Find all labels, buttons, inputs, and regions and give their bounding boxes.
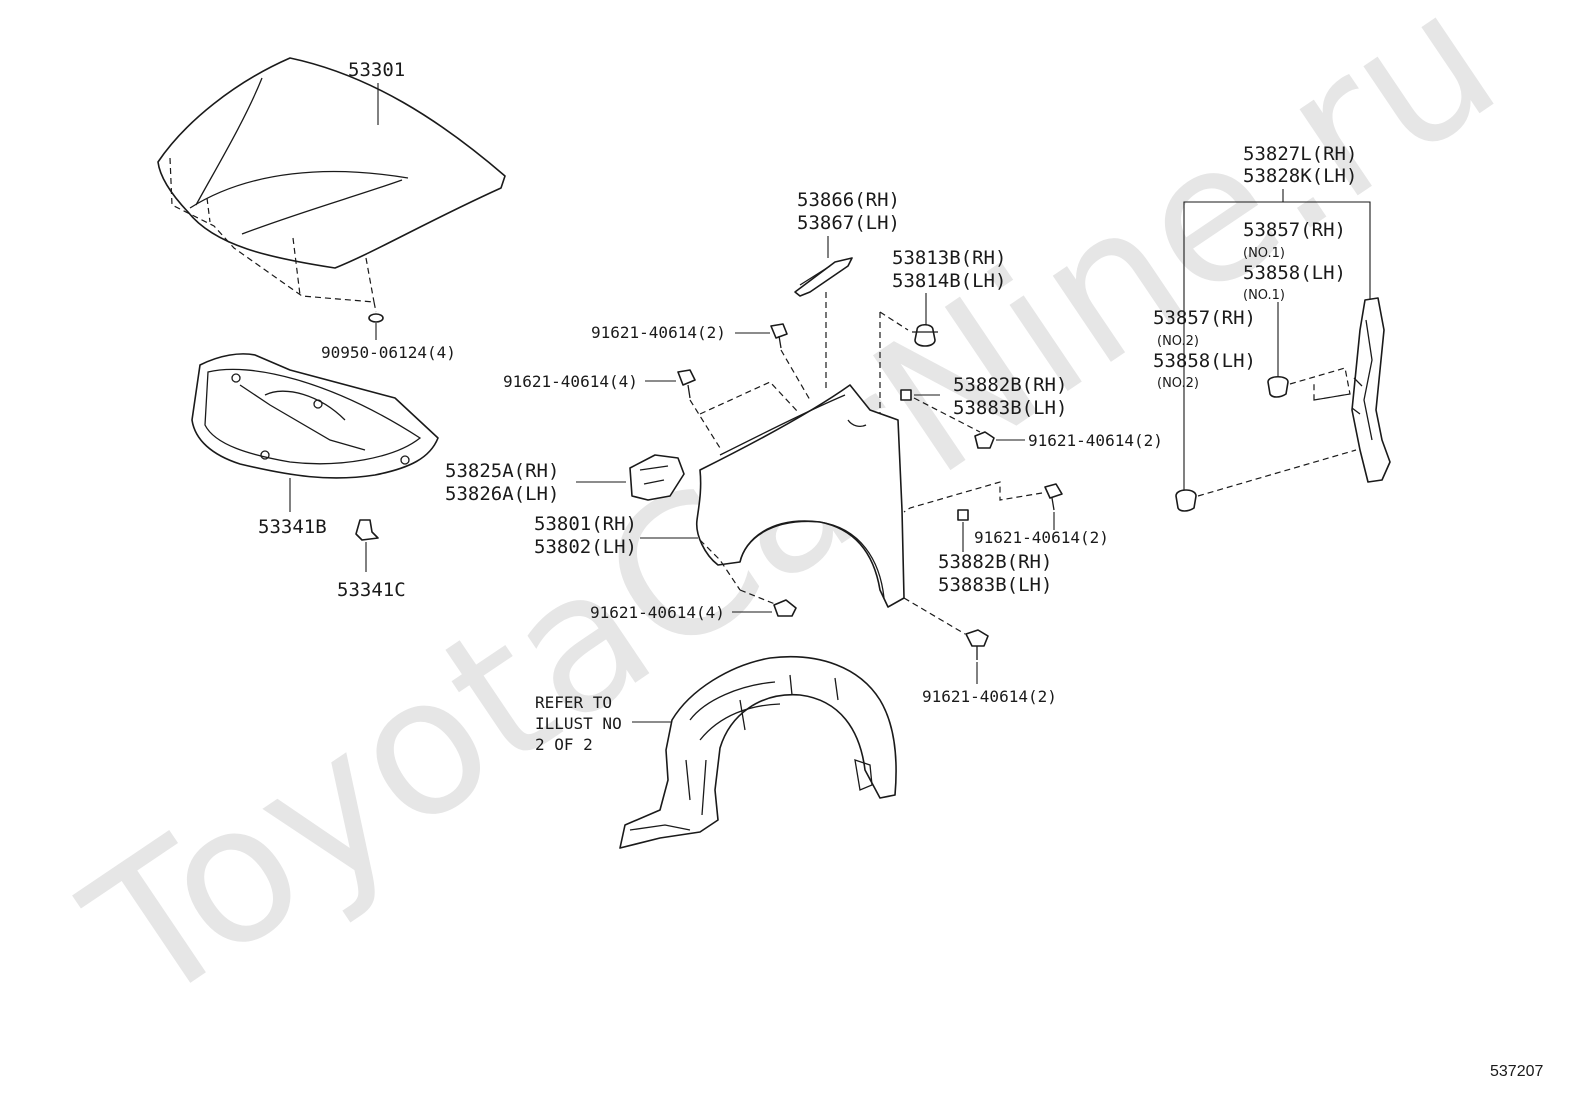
label-bolt-right-b: 91621-40614(2) bbox=[974, 528, 1109, 547]
fender-liner[interactable] bbox=[619, 656, 897, 849]
bolt-bottom-b[interactable] bbox=[965, 629, 989, 660]
label-53883b-b: 53883B(LH) bbox=[938, 574, 1052, 596]
label-53814b: 53814B(LH) bbox=[892, 270, 1006, 292]
clip-no2[interactable] bbox=[1175, 489, 1197, 512]
label-53857-no1: 53857(RH) bbox=[1243, 219, 1346, 241]
label-53828k: 53828K(LH) bbox=[1243, 165, 1357, 187]
label-53826a: 53826A(LH) bbox=[445, 483, 559, 505]
label-90950-06124: 90950-06124(4) bbox=[321, 343, 456, 362]
fender-clip-53813b[interactable] bbox=[912, 323, 938, 347]
fender-bracket[interactable] bbox=[629, 454, 685, 501]
label-53813b: 53813B(RH) bbox=[892, 247, 1006, 269]
label-no1-b: (NO.1) bbox=[1243, 288, 1285, 303]
label-53802: 53802(LH) bbox=[534, 536, 637, 558]
label-53801: 53801(RH) bbox=[534, 513, 637, 535]
label-53867: 53867(LH) bbox=[797, 212, 900, 234]
label-53882b-a: 53882B(RH) bbox=[953, 374, 1067, 396]
label-bolt-bottom-b: 91621-40614(2) bbox=[922, 687, 1057, 706]
fender-side-seal[interactable] bbox=[1351, 297, 1391, 483]
label-no2-b: (NO.2) bbox=[1157, 376, 1199, 391]
bolt-right-a[interactable] bbox=[974, 431, 995, 449]
bolt-top-b[interactable] bbox=[677, 369, 696, 399]
fender-nut-b[interactable] bbox=[957, 509, 969, 521]
label-53827l: 53827L(RH) bbox=[1243, 143, 1357, 165]
label-53858-no2: 53858(LH) bbox=[1153, 350, 1256, 372]
label-no2-a: (NO.2) bbox=[1157, 334, 1199, 349]
label-53858-no1: 53858(LH) bbox=[1243, 262, 1346, 284]
label-53866: 53866(RH) bbox=[797, 189, 900, 211]
label-refer-3: 2 OF 2 bbox=[535, 735, 593, 754]
bolt-right-b[interactable] bbox=[1044, 483, 1063, 511]
label-53883b-a: 53883B(LH) bbox=[953, 397, 1067, 419]
label-bolt-top-b: 91621-40614(4) bbox=[503, 372, 638, 391]
label-53825a: 53825A(RH) bbox=[445, 460, 559, 482]
label-53301: 53301 bbox=[348, 59, 405, 81]
label-53341b: 53341B bbox=[258, 516, 327, 538]
label-53341c: 53341C bbox=[337, 579, 406, 601]
fender-seal[interactable] bbox=[794, 257, 853, 297]
label-53882b-b: 53882B(RH) bbox=[938, 551, 1052, 573]
label-refer-2: ILLUST NO bbox=[535, 714, 622, 733]
front-fender[interactable] bbox=[695, 384, 905, 608]
bolt-top-a[interactable] bbox=[770, 323, 788, 349]
label-53857-no2: 53857(RH) bbox=[1153, 307, 1256, 329]
label-no1-a: (NO.1) bbox=[1243, 246, 1285, 261]
hood-panel[interactable] bbox=[157, 57, 506, 269]
bolt-bottom-a[interactable] bbox=[773, 599, 797, 617]
figure-code: 537207 bbox=[1490, 1063, 1543, 1080]
insulator-clip[interactable] bbox=[355, 519, 379, 541]
clip-no1[interactable] bbox=[1267, 375, 1289, 398]
label-refer-1: REFER TO bbox=[535, 693, 612, 712]
hood-clip[interactable] bbox=[368, 313, 384, 323]
label-bolt-right-a: 91621-40614(2) bbox=[1028, 431, 1163, 450]
label-bolt-bottom-a: 91621-40614(4) bbox=[590, 603, 725, 622]
hood-insulator[interactable] bbox=[191, 353, 439, 479]
label-bolt-top-a: 91621-40614(2) bbox=[591, 323, 726, 342]
fender-nut-a[interactable] bbox=[900, 389, 912, 401]
